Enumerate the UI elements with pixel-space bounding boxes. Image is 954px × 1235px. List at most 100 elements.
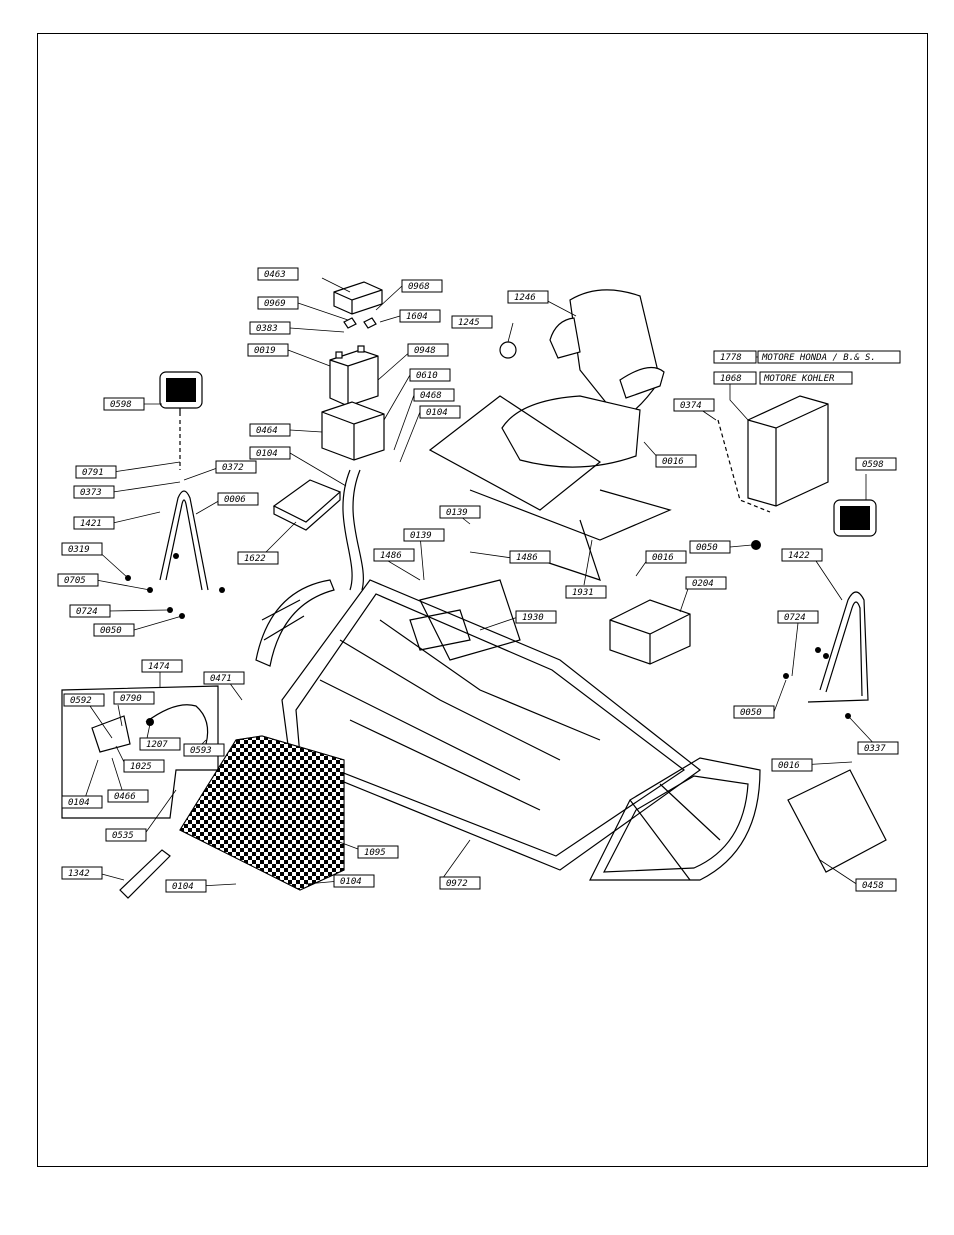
part-label-1486-b: 1486 bbox=[509, 550, 551, 564]
part-label-1245: 1245 bbox=[451, 315, 493, 329]
svg-text:0464: 0464 bbox=[256, 426, 278, 436]
part-label-1095: 1095 bbox=[357, 845, 399, 859]
svg-text:0050: 0050 bbox=[696, 543, 718, 553]
part-label-1486-a: 1486 bbox=[373, 548, 415, 562]
part-label-0373: 0373 bbox=[73, 485, 115, 499]
svg-text:1486: 1486 bbox=[380, 551, 402, 561]
part-label-0468: 0468 bbox=[413, 388, 455, 402]
part-label-0705: 0705 bbox=[57, 573, 99, 587]
cover-plate bbox=[787, 769, 887, 873]
front-guard-right bbox=[589, 757, 761, 881]
svg-text:0705: 0705 bbox=[64, 576, 86, 586]
battery-clamps bbox=[343, 317, 377, 329]
part-label-0610: 0610 bbox=[409, 368, 451, 382]
svg-text:0791: 0791 bbox=[82, 468, 104, 478]
part-label-0968: 0968 bbox=[401, 279, 443, 293]
part-label-0016-box: 0016 bbox=[645, 550, 687, 564]
svg-text:0972: 0972 bbox=[446, 879, 468, 889]
part-label-0006: 0006 bbox=[217, 492, 259, 506]
battery-cable bbox=[342, 469, 364, 591]
part-label-0464: 0464 bbox=[249, 423, 291, 437]
svg-text:0610: 0610 bbox=[416, 371, 438, 381]
svg-text:0104: 0104 bbox=[340, 877, 362, 887]
svg-text:1778: 1778 bbox=[720, 353, 742, 363]
part-label-0050-engine: 0050 bbox=[689, 540, 731, 554]
electrical-inset bbox=[61, 685, 219, 819]
part-label-0204: 0204 bbox=[685, 576, 727, 590]
part-label-0535: 0535 bbox=[105, 828, 147, 842]
worklight-right bbox=[833, 499, 877, 537]
svg-text:0016: 0016 bbox=[662, 457, 684, 467]
part-label-1778: 1778 bbox=[713, 350, 757, 364]
part-label-0374: 0374 bbox=[673, 398, 715, 412]
svg-text:1604: 1604 bbox=[406, 312, 428, 322]
svg-text:0948: 0948 bbox=[414, 346, 436, 356]
part-label-1474: 1474 bbox=[141, 659, 183, 673]
svg-text:0968: 0968 bbox=[408, 282, 430, 292]
tool-box bbox=[609, 599, 691, 665]
svg-text:0019: 0019 bbox=[254, 346, 276, 356]
svg-text:1486: 1486 bbox=[516, 553, 538, 563]
svg-text:0139: 0139 bbox=[446, 508, 468, 518]
part-label-0593: 0593 bbox=[183, 743, 225, 757]
svg-text:0724: 0724 bbox=[76, 607, 98, 617]
part-label-0458: 0458 bbox=[855, 878, 897, 892]
part-label-0466: 0466 bbox=[107, 789, 149, 803]
svg-text:0016: 0016 bbox=[778, 761, 800, 771]
part-label-0972: 0972 bbox=[439, 876, 481, 890]
svg-text:0104: 0104 bbox=[426, 408, 448, 418]
seat-base bbox=[428, 395, 672, 581]
svg-text:0204: 0204 bbox=[692, 579, 714, 589]
svg-text:0724: 0724 bbox=[784, 613, 806, 623]
svg-text:1245: 1245 bbox=[458, 318, 480, 328]
part-label-0337: 0337 bbox=[857, 741, 899, 755]
svg-text:0050: 0050 bbox=[740, 708, 762, 718]
part-label-0104-a: 0104 bbox=[419, 405, 461, 419]
part-label-0790: 0790 bbox=[113, 691, 155, 705]
svg-text:1474: 1474 bbox=[148, 662, 170, 672]
svg-text:0383: 0383 bbox=[256, 324, 278, 334]
part-label-0383: 0383 bbox=[249, 321, 291, 335]
svg-text:0374: 0374 bbox=[680, 401, 702, 411]
tray bbox=[272, 479, 342, 531]
svg-text:MOTORE HONDA / B.& S.: MOTORE HONDA / B.& S. bbox=[761, 353, 876, 363]
page-border bbox=[37, 33, 928, 1167]
svg-text:1207: 1207 bbox=[146, 740, 168, 750]
footplate bbox=[179, 735, 345, 891]
svg-text:0373: 0373 bbox=[80, 488, 102, 498]
part-label-0139-a: 0139 bbox=[439, 505, 481, 519]
svg-text:1931: 1931 bbox=[572, 588, 594, 598]
svg-text:0598: 0598 bbox=[110, 400, 132, 410]
part-label-0372: 0372 bbox=[215, 460, 257, 474]
part-label-1422: 1422 bbox=[781, 548, 823, 562]
part-label-0471: 0471 bbox=[203, 671, 245, 685]
bolts-left bbox=[125, 553, 225, 619]
svg-text:0016: 0016 bbox=[652, 553, 674, 563]
part-label-1068: 1068 bbox=[713, 371, 757, 385]
svg-text:0471: 0471 bbox=[210, 674, 232, 684]
svg-text:0104: 0104 bbox=[256, 449, 278, 459]
part-label-1025: 1025 bbox=[123, 759, 165, 773]
part-label-1421: 1421 bbox=[73, 516, 115, 530]
svg-text:MOTORE KOHLER: MOTORE KOHLER bbox=[763, 374, 835, 384]
part-label-0598-left: 0598 bbox=[103, 397, 145, 411]
part-label-1342: 1342 bbox=[61, 866, 103, 880]
front-guard-left bbox=[255, 579, 335, 667]
part-label-1930: 1930 bbox=[515, 610, 557, 624]
part-label-0724-right: 0724 bbox=[777, 610, 819, 624]
svg-text:0466: 0466 bbox=[114, 792, 136, 802]
part-label-0948: 0948 bbox=[407, 343, 449, 357]
part-label-0791: 0791 bbox=[75, 465, 117, 479]
svg-text:1095: 1095 bbox=[364, 848, 386, 858]
part-label-0319: 0319 bbox=[61, 542, 103, 556]
part-label-0050-left: 0050 bbox=[93, 623, 135, 637]
svg-text:0006: 0006 bbox=[224, 495, 246, 505]
svg-text:0535: 0535 bbox=[112, 831, 134, 841]
part-label-0016-seat: 0016 bbox=[655, 454, 697, 468]
part-label-0016-plate: 0016 bbox=[771, 758, 813, 772]
part-label-0019: 0019 bbox=[247, 343, 289, 357]
part-label-1931: 1931 bbox=[565, 585, 607, 599]
part-label-0104-inset: 0104 bbox=[61, 795, 103, 809]
svg-text:1025: 1025 bbox=[130, 762, 152, 772]
